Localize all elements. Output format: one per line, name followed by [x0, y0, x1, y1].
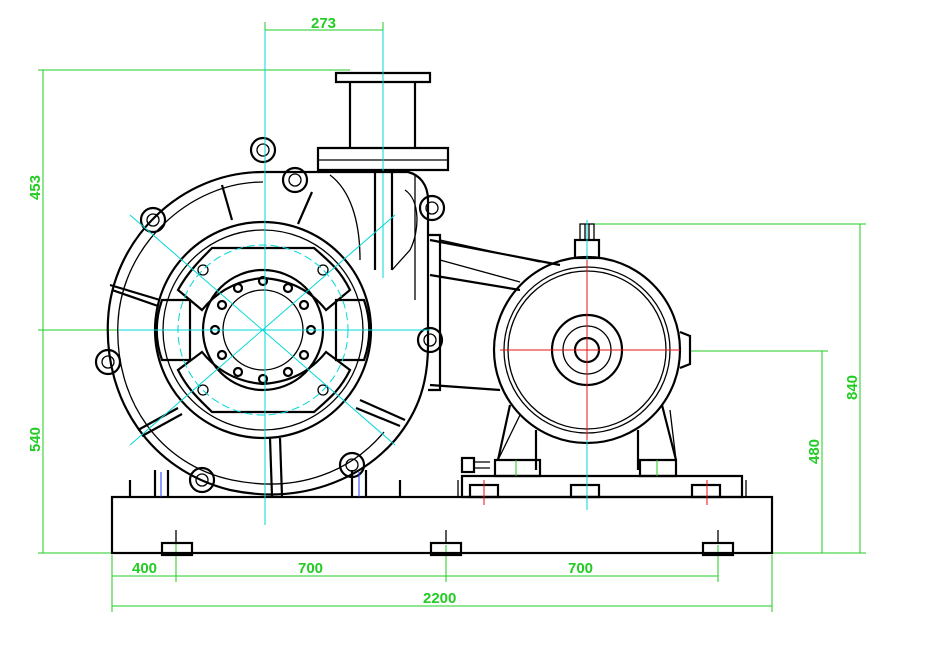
dim-motor-center-height: 480: [806, 439, 823, 464]
motor-base: [457, 456, 747, 499]
bearing-frame: [428, 233, 561, 392]
dim-spacing-left: 700: [298, 560, 323, 577]
discharge-outlet: [316, 30, 450, 278]
pump-feet: [128, 470, 402, 497]
dim-lower-height: 540: [27, 427, 44, 452]
dim-upper-height: 453: [27, 175, 44, 200]
dim-spacing-right: 700: [568, 560, 593, 577]
motor-axes: [483, 220, 708, 510]
base-plate: [110, 480, 774, 557]
dim-total-length: 2200: [423, 590, 456, 607]
pump-centerlines: [118, 30, 430, 525]
dim-total-height: 840: [844, 375, 861, 400]
dim-outlet-offset: 273: [311, 15, 336, 32]
dimension-lines: [38, 22, 866, 612]
dim-left-offset: 400: [132, 560, 157, 577]
